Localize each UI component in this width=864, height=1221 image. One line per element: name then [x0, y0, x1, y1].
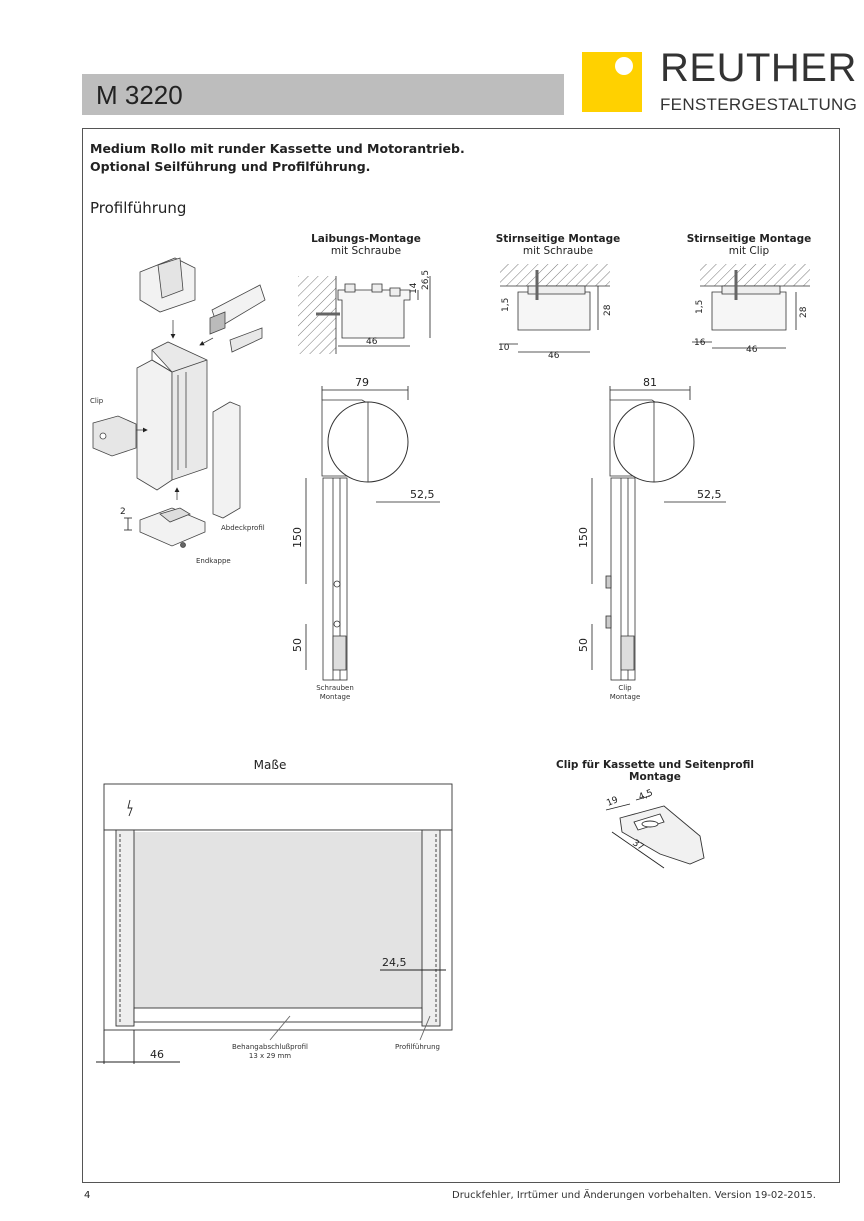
dim-clip-19: 19: [605, 795, 620, 809]
label-profilfuehrung: Profilführung: [395, 1043, 440, 1051]
dim-side-clip-52-5: 52,5: [697, 488, 722, 501]
dim-laibung-14: 14: [409, 282, 419, 294]
section-laibung: [298, 276, 431, 354]
dim-clip-4-5: 4,5: [637, 788, 654, 803]
dim-side-clip-50: 50: [577, 638, 590, 652]
dim-exploded-2: 2: [120, 507, 126, 517]
dim-masse-46: 46: [150, 1048, 164, 1061]
exploded-view: [92, 257, 266, 548]
dim-side-clip-150: 150: [577, 527, 590, 548]
side-view-clip: [591, 386, 726, 681]
dim-stirn-screw-1-5: 1,5: [501, 298, 511, 312]
dim-stirn-clip-46: 46: [746, 345, 758, 355]
dim-side-clip-81: 81: [643, 376, 657, 389]
masse-front-view: [96, 783, 453, 1064]
intro-line-2: Optional Seilführung und Profilführung.: [90, 159, 371, 174]
side-view-screw: [305, 386, 440, 681]
section-title-profilfuehrung: Profilführung: [90, 199, 187, 217]
dim-side-screw-50: 50: [291, 638, 304, 652]
dim-side-screw-79: 79: [355, 376, 369, 389]
model-title: M 3220: [96, 80, 183, 110]
dim-stirn-screw-28: 28: [603, 304, 613, 316]
label-clip: Clip: [90, 397, 104, 405]
model-bar: M 3220: [82, 74, 564, 115]
clip-section-title: Clip für Kassette und Seitenprofil Monta…: [556, 759, 754, 783]
dim-side-screw-150: 150: [291, 527, 304, 548]
dim-stirn-clip-1-5: 1,5: [695, 300, 705, 314]
dim-laibung-46: 46: [366, 337, 378, 347]
brand-subtitle: FENSTERGESTALTUNG: [660, 95, 858, 114]
dim-masse-24-5: 24,5: [382, 956, 407, 969]
masse-title: Maße: [253, 758, 287, 772]
dim-side-screw-52-5: 52,5: [410, 488, 435, 501]
label-endkappe: Endkappe: [196, 557, 231, 565]
page-number: 4: [84, 1190, 91, 1201]
content-frame: [82, 128, 840, 1183]
section-stirn-screw: [500, 264, 610, 353]
footer-note: Druckfehler, Irrtümer und Änderungen vor…: [452, 1190, 816, 1201]
dim-stirn-screw-46: 46: [548, 351, 560, 361]
section-stirn-clip: [692, 264, 810, 349]
clip-detail: [605, 795, 705, 869]
dim-stirn-screw-10: 10: [498, 343, 510, 353]
dim-stirn-clip-16: 16: [694, 338, 706, 348]
dim-laibung-26-5: 26,5: [421, 270, 431, 290]
intro-line-1: Medium Rollo mit runder Kassette und Mot…: [90, 141, 465, 156]
dim-stirn-clip-28: 28: [799, 306, 809, 318]
brand-name: REUTHER: [660, 46, 857, 90]
brand-logo-dot: [615, 57, 633, 75]
label-abdeckprofil: Abdeckprofil: [221, 524, 265, 532]
